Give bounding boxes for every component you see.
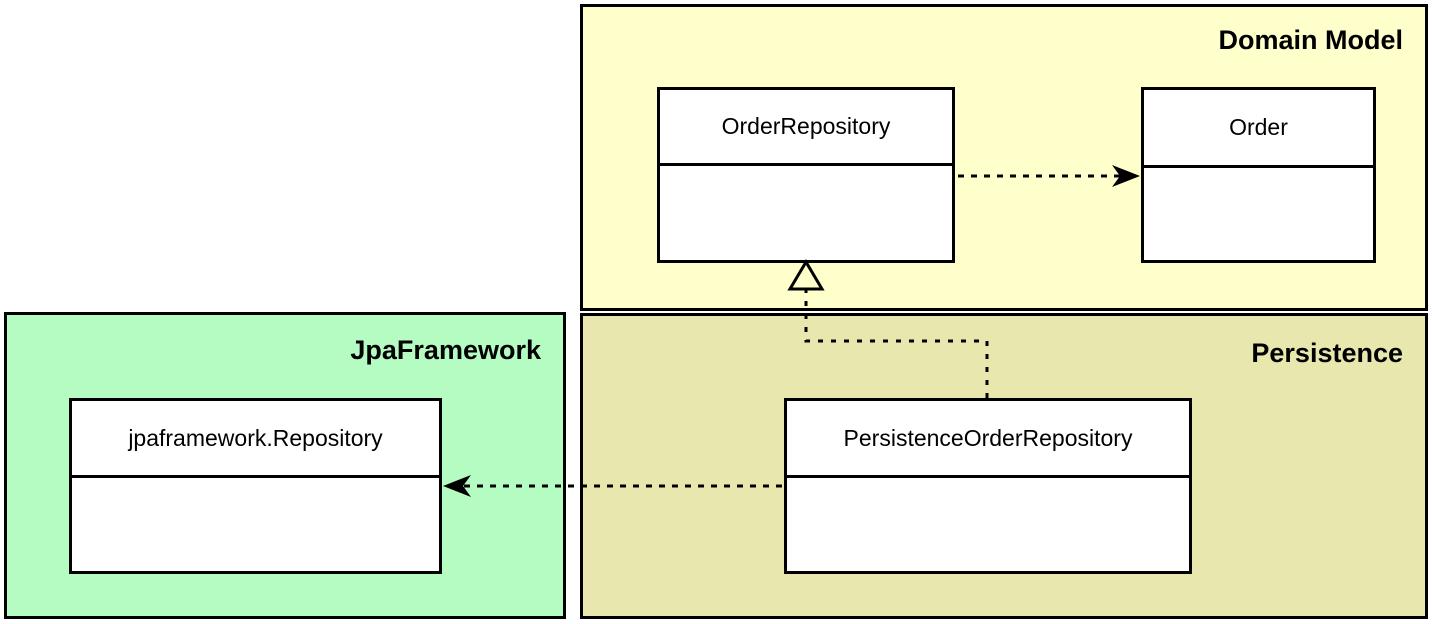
package-title-jpaframework: JpaFramework [350,335,541,365]
class-box-persistence-order-repository[interactable]: PersistenceOrderRepository [784,398,1192,574]
class-attributes-jpaframework-repository [72,478,439,571]
package-title-persistence: Persistence [1251,338,1403,368]
class-name-order-repository: OrderRepository [660,90,952,166]
class-name-order: Order [1144,90,1373,168]
class-box-jpaframework-repository[interactable]: jpaframework.Repository [69,398,442,574]
class-attributes-persistence-order-repository [787,478,1189,571]
package-title-domain-model: Domain Model [1218,25,1403,55]
class-name-jpaframework-repository: jpaframework.Repository [72,401,439,478]
class-box-order[interactable]: Order [1141,87,1376,263]
class-box-order-repository[interactable]: OrderRepository [657,87,955,263]
class-attributes-order [1144,168,1373,260]
class-attributes-order-repository [660,166,952,260]
class-name-persistence-order-repository: PersistenceOrderRepository [787,401,1189,478]
